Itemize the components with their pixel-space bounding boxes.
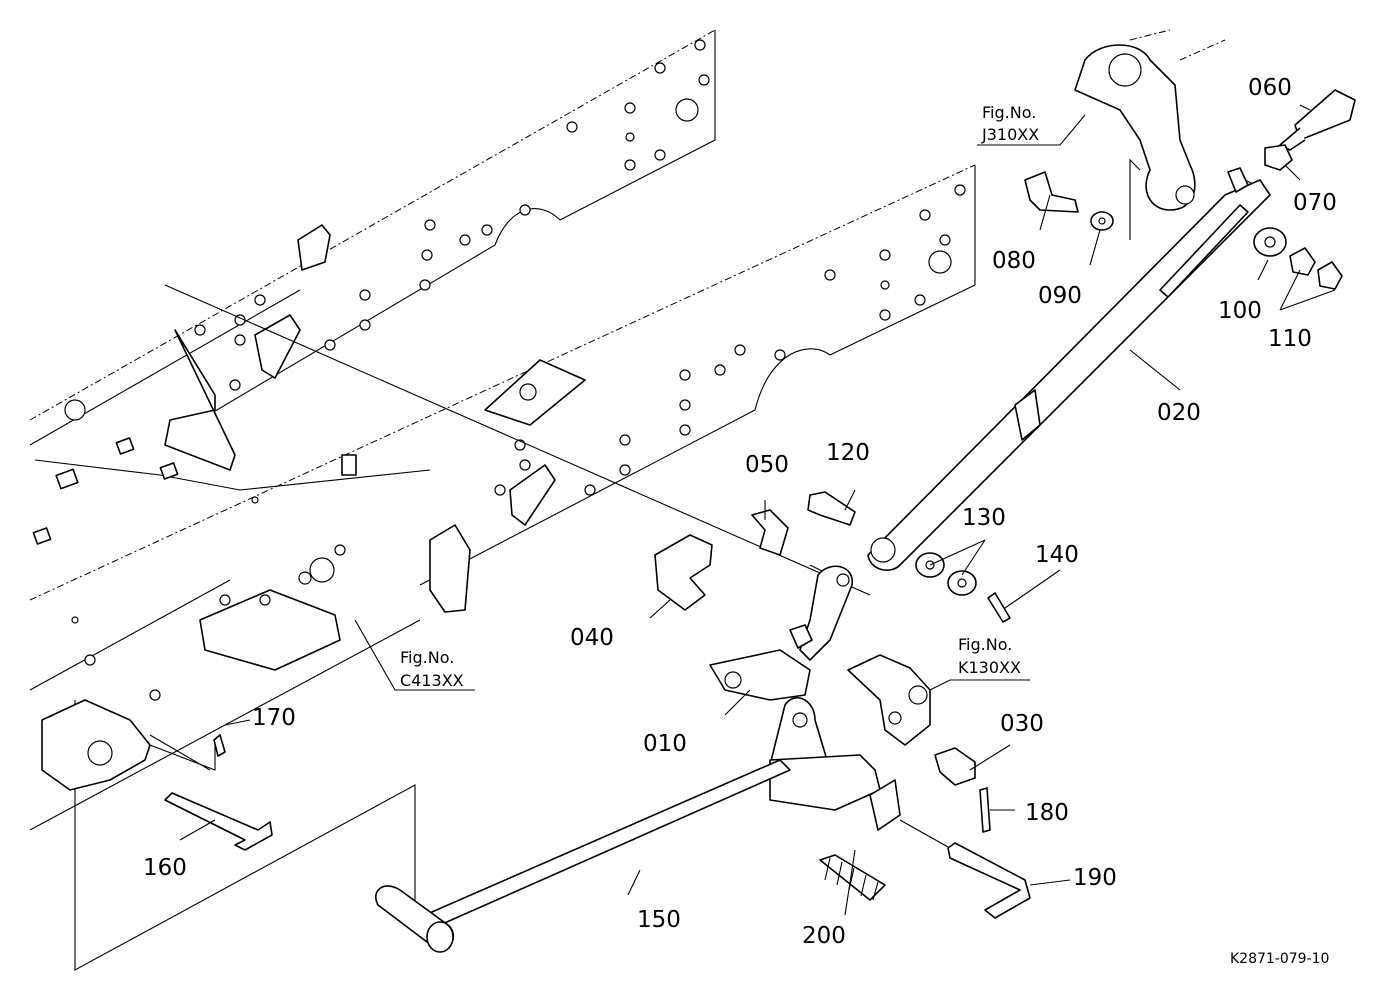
- label-100: 100: [1218, 298, 1262, 324]
- part-020-link-rod: [867, 167, 1271, 571]
- part-050-clip: [751, 509, 789, 556]
- part-180-pin: [979, 787, 991, 833]
- part-190-rod: [947, 842, 1031, 919]
- ref-j310-code: J310XX: [981, 125, 1039, 144]
- rail-square-nuts: [32, 437, 179, 545]
- label-200: 200: [802, 923, 846, 949]
- ref-c413-code: C413XX: [400, 671, 464, 690]
- upper-arm-j310: [1074, 29, 1226, 211]
- reference-c413: Fig.No. C413XX: [400, 648, 464, 690]
- reference-k130: Fig.No. K130XX: [958, 635, 1021, 677]
- part-160-pin: [164, 792, 273, 851]
- part-200-spring: [819, 854, 886, 901]
- part-170-clip: [213, 734, 226, 757]
- label-160: 160: [143, 855, 187, 881]
- part-labels: 060 070 080 090 100 110 020 120 050 130 …: [143, 75, 1337, 949]
- reference-j310: Fig.No. J310XX: [981, 103, 1039, 144]
- label-030: 030: [1000, 711, 1044, 737]
- part-010-lever: [709, 565, 853, 701]
- label-020: 020: [1157, 400, 1201, 426]
- ref-c413-fig: Fig.No.: [400, 648, 454, 667]
- label-070: 070: [1293, 190, 1337, 216]
- label-leaders: [179, 104, 1336, 916]
- part-140-cotter-pin: [987, 592, 1011, 623]
- rail-holes: [64, 39, 966, 701]
- label-110: 110: [1268, 326, 1312, 352]
- part-120-pin: [807, 491, 856, 526]
- part-060-bolt: [1279, 89, 1356, 151]
- label-170: 170: [252, 705, 296, 731]
- drawing-code: K2871-079-10: [1230, 951, 1329, 967]
- ref-k130-code: K130XX: [958, 658, 1021, 677]
- left-bracket: [41, 699, 216, 791]
- label-180: 180: [1025, 800, 1069, 826]
- label-050: 050: [745, 452, 789, 478]
- ref-j310-fig: Fig.No.: [982, 103, 1036, 122]
- label-060: 060: [1248, 75, 1292, 101]
- part-150-pedal-bar: [375, 697, 901, 953]
- part-090-washer: [1090, 211, 1114, 231]
- label-150: 150: [637, 907, 681, 933]
- part-070-nut: [1264, 144, 1293, 171]
- part-030-knob: [934, 747, 976, 786]
- part-080-bolt: [1024, 171, 1079, 213]
- label-040: 040: [570, 625, 614, 651]
- frame-rails: [29, 29, 976, 831]
- label-190: 190: [1073, 865, 1117, 891]
- label-120: 120: [826, 440, 870, 466]
- assembly-k130: [847, 654, 931, 746]
- label-140: 140: [1035, 542, 1079, 568]
- ref-k130-fig: Fig.No.: [958, 635, 1012, 654]
- label-080: 080: [992, 248, 1036, 274]
- label-130: 130: [962, 505, 1006, 531]
- label-090: 090: [1038, 283, 1082, 309]
- part-040-holder: [654, 534, 713, 611]
- part-130-washers: [915, 552, 977, 596]
- label-010: 010: [643, 731, 687, 757]
- part-110-nuts: [1289, 247, 1343, 290]
- part-100-washer: [1253, 227, 1287, 257]
